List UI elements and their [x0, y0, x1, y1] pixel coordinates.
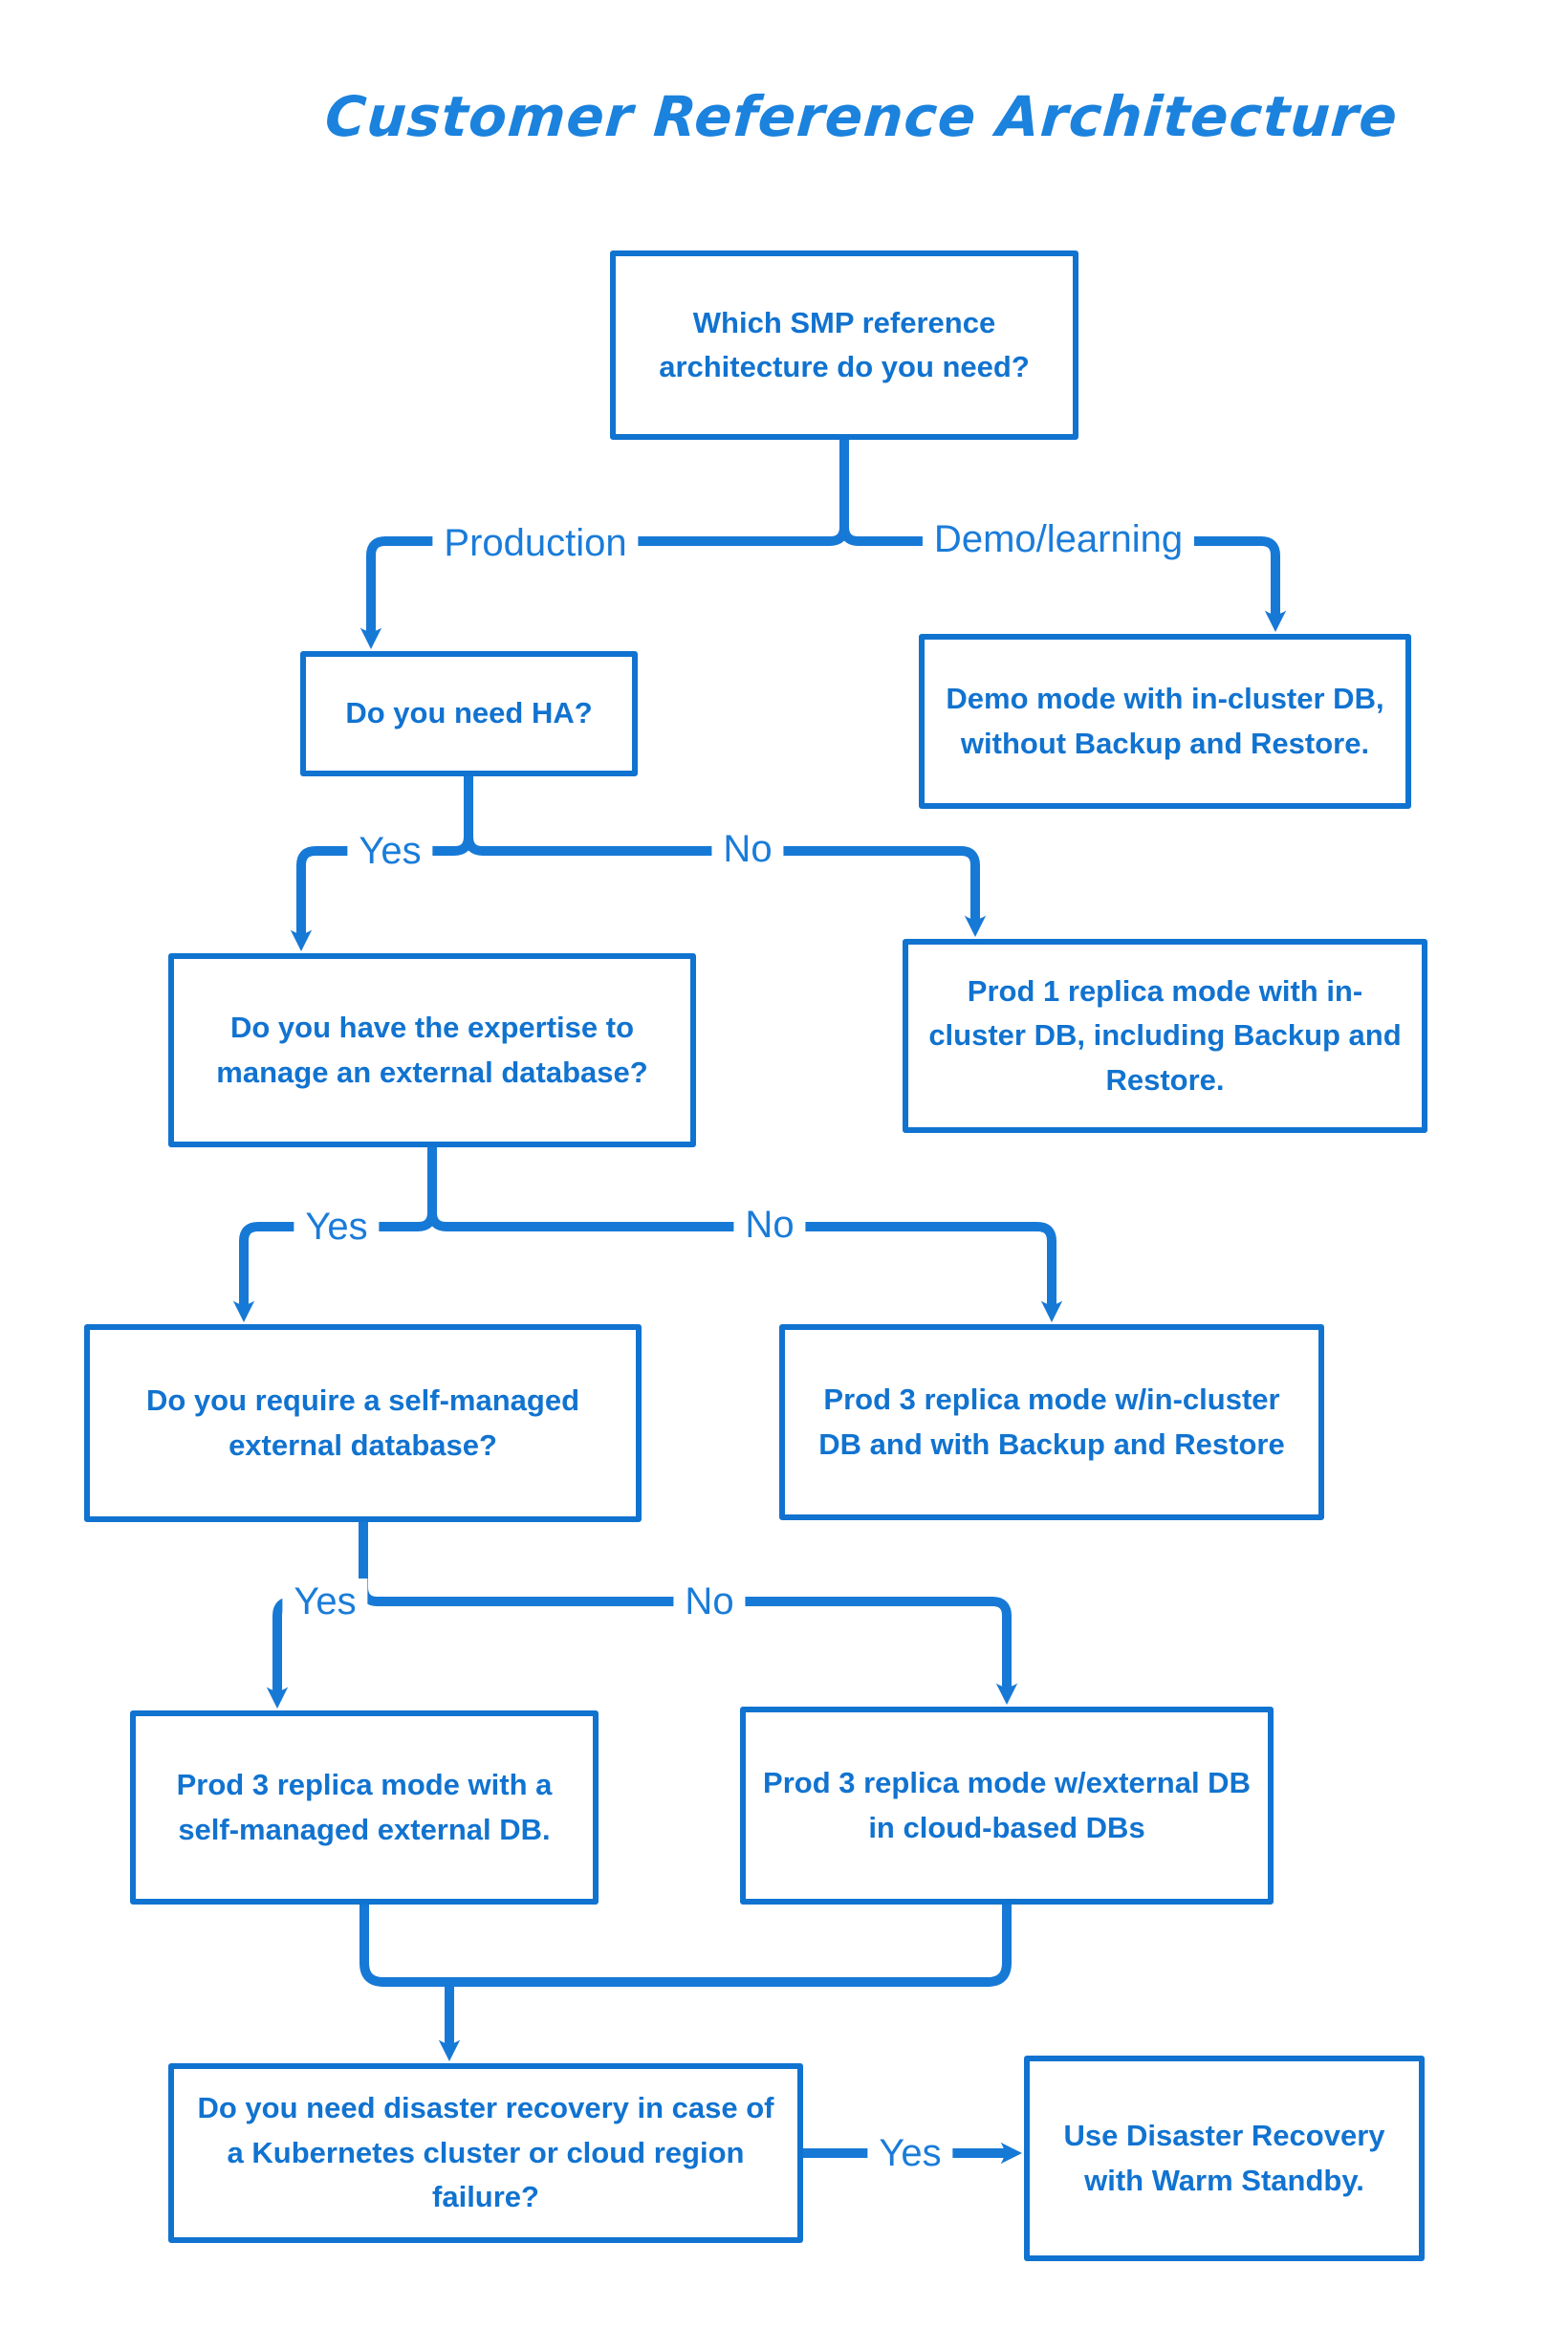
edge-label-ha-no: No [711, 826, 784, 872]
flow-node-expertise-question: Do you have the expertise to manage an e… [168, 953, 696, 1147]
edge-label-self-managed-yes: Yes [282, 1579, 368, 1624]
connector-merge-prod3-outputs [359, 1900, 1012, 1987]
flow-node-disaster-question: Do you need disaster recovery in case of… [168, 2063, 803, 2243]
flow-node-prod3-incluster: Prod 3 replica mode w/in-cluster DB and … [779, 1324, 1324, 1520]
flow-node-demo-mode: Demo mode with in-cluster DB, without Ba… [919, 634, 1411, 809]
flow-node-prod3-cloud: Prod 3 replica mode w/external DB in clo… [740, 1707, 1274, 1905]
flow-node-root-question: Which SMP reference architecture do you … [610, 250, 1078, 440]
edge-label-expertise-yes: Yes [294, 1204, 380, 1250]
flow-node-need-ha: Do you need HA? [300, 651, 638, 776]
diagram-title: Customer Reference Architecture [322, 84, 1401, 149]
edge-label-production: Production [432, 520, 639, 566]
edge-label-ha-yes: Yes [347, 828, 433, 874]
edge-label-disaster-yes: Yes [867, 2130, 953, 2176]
flow-node-self-managed-question: Do you require a self-managed external d… [84, 1324, 642, 1522]
edge-label-expertise-no: No [733, 1202, 806, 1248]
flow-node-prod1-incluster: Prod 1 replica mode with in-cluster DB, … [903, 939, 1427, 1133]
flow-node-warm-standby: Use Disaster Recovery with Warm Standby. [1024, 2056, 1425, 2261]
edge-label-self-managed-no: No [673, 1579, 746, 1624]
edge-label-demo-learning: Demo/learning [922, 516, 1195, 562]
flow-node-prod3-selfmanaged: Prod 3 replica mode with a self-managed … [130, 1710, 599, 1905]
